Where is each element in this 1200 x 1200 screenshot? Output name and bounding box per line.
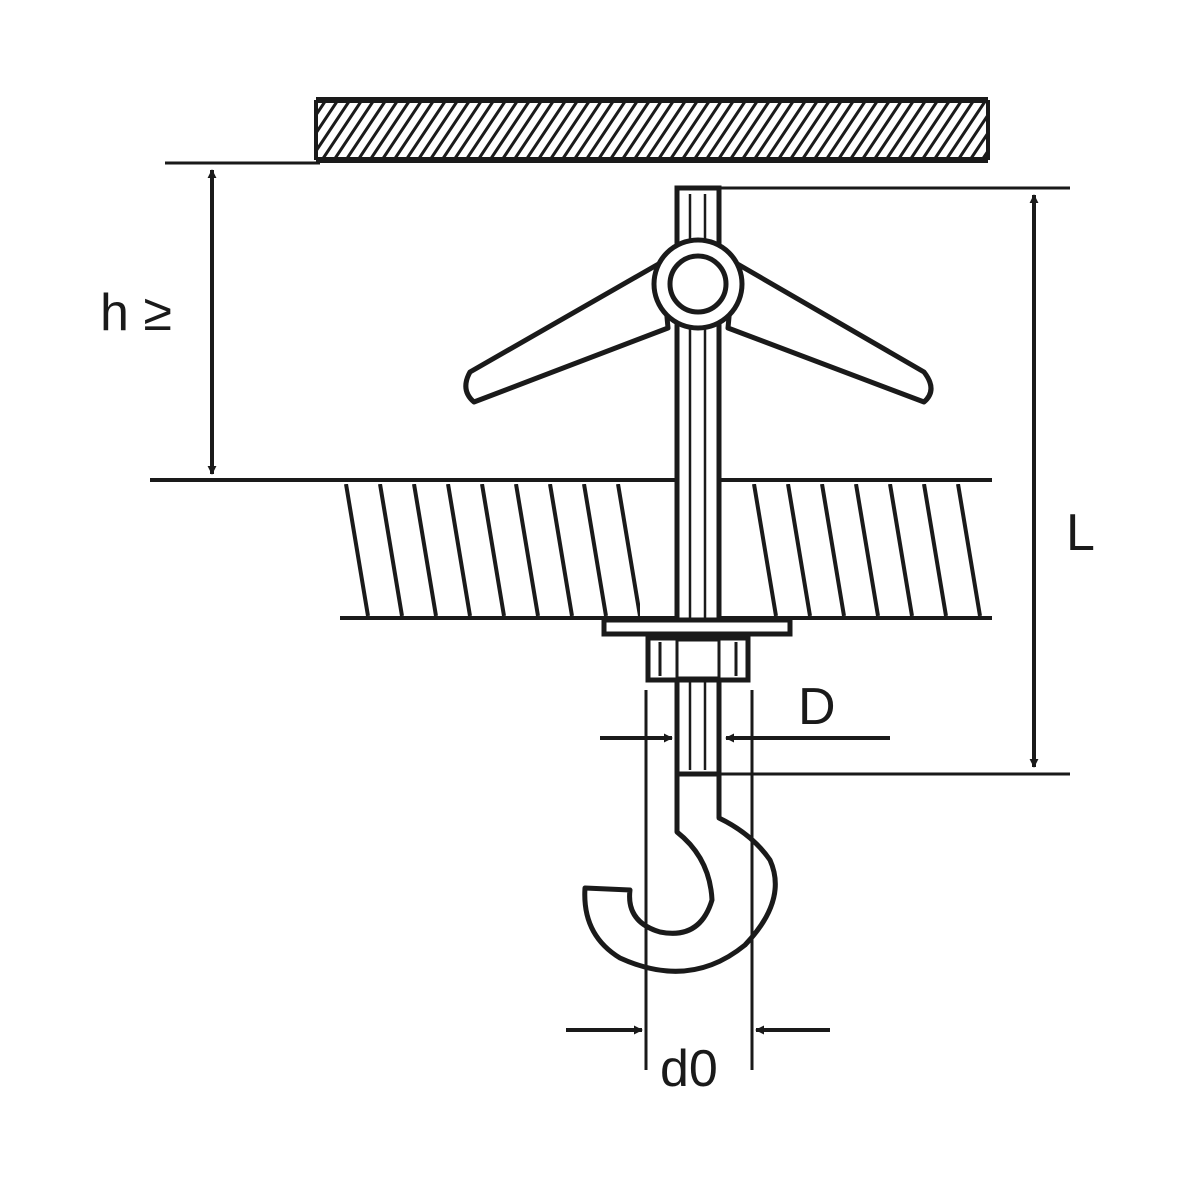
hatch-line: [788, 100, 832, 160]
hatch-line: [412, 484, 438, 616]
hatch-line: [820, 484, 846, 616]
hatch-line: [582, 484, 608, 616]
hatch-line: [776, 100, 820, 160]
hatch-line: [718, 484, 744, 616]
hatch-line: [800, 100, 844, 160]
hatch-line: [512, 100, 556, 160]
hatch-line: [908, 100, 952, 160]
hatch-line: [488, 100, 532, 160]
hatch-line: [728, 100, 772, 160]
hatch-line: [752, 100, 796, 160]
hatch-line: [428, 100, 472, 160]
hatch-line: [514, 484, 540, 616]
hatch-line: [368, 100, 412, 160]
label-h: h ≥: [100, 284, 172, 342]
hatch-line: [378, 484, 404, 616]
hatch-line: [656, 100, 700, 160]
hatch-line: [464, 100, 508, 160]
hatch-line: [968, 130, 988, 160]
hatch-line: [848, 100, 892, 160]
hatch-line: [650, 484, 676, 616]
dimension-d: D: [600, 678, 890, 1070]
hatch-line: [344, 484, 370, 616]
hatch-line: [274, 100, 314, 160]
hatch-line: [740, 100, 784, 160]
hatch-line: [548, 100, 592, 160]
hatch-line: [764, 100, 808, 160]
hatch-line: [548, 484, 574, 616]
hatch-line: [956, 112, 988, 160]
hatch-line: [944, 100, 988, 160]
hatch-line: [320, 100, 364, 160]
hatch-line: [896, 100, 940, 160]
hatch-line: [812, 100, 856, 160]
hatch-line: [316, 100, 328, 118]
hatch-line: [536, 100, 580, 160]
hatch-line: [932, 100, 976, 160]
mounting-board: [150, 478, 992, 620]
hatch-line: [596, 100, 640, 160]
hatch-line: [922, 484, 948, 616]
label-l: L: [1066, 504, 1095, 562]
hatch-line: [716, 100, 760, 160]
washer-and-nut: [601, 617, 793, 683]
hatch-line: [404, 100, 448, 160]
hatch-line: [786, 484, 812, 616]
hatch-line: [584, 100, 628, 160]
hatch-line: [392, 100, 436, 160]
hatch-line: [644, 100, 688, 160]
hatch-line: [480, 484, 506, 616]
label-d: D: [798, 678, 836, 736]
hatch-line: [440, 100, 484, 160]
hook: [582, 771, 778, 974]
hatch-line: [956, 484, 982, 616]
hatch-line: [278, 484, 300, 616]
hatch-line: [452, 100, 496, 160]
label-d0: d0: [660, 1040, 718, 1098]
hatch-line: [416, 100, 460, 160]
hatch-line: [332, 100, 376, 160]
dimension-d0: d0: [566, 1025, 830, 1098]
hatch-line: [250, 100, 290, 160]
hatch-line: [888, 484, 914, 616]
hatch-line: [312, 484, 334, 616]
hatch-line: [446, 484, 472, 616]
hatch-line: [560, 100, 604, 160]
hatch-line: [860, 100, 904, 160]
hatch-line: [994, 100, 1034, 160]
ceiling-slab: [250, 97, 1034, 163]
dimension-l: L: [710, 186, 1095, 776]
toggle-wings: [463, 259, 934, 405]
hatch-line: [572, 100, 616, 160]
hatch-line: [380, 100, 424, 160]
hatch-line: [872, 100, 916, 160]
hatch-line: [608, 100, 652, 160]
hatch-line: [824, 100, 868, 160]
hatch-line: [500, 100, 544, 160]
hatch-line: [632, 100, 676, 160]
hatch-line: [620, 100, 664, 160]
hatch-line: [680, 100, 724, 160]
hatch-line: [854, 484, 880, 616]
hatch-line: [524, 100, 568, 160]
hatch-line: [616, 484, 642, 616]
pivot-pin: [651, 237, 745, 331]
hatch-line: [752, 484, 778, 616]
hatch-line: [692, 100, 736, 160]
dimension-h: h ≥: [100, 161, 320, 475]
hatch-line: [476, 100, 520, 160]
hatch-line: [704, 100, 748, 160]
hatch-line: [262, 100, 302, 160]
hatch-line: [836, 100, 880, 160]
hatch-line: [668, 100, 712, 160]
hatch-line: [884, 100, 928, 160]
hatch-line: [920, 100, 964, 160]
hatch-line: [344, 100, 388, 160]
hatch-line: [356, 100, 400, 160]
